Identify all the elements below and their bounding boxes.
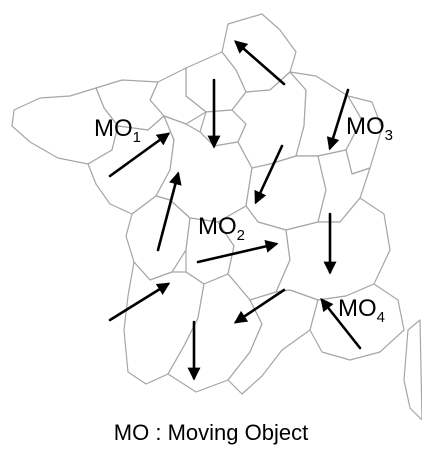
arrow-icon xyxy=(108,282,171,322)
mo-labels: MO1 MO2 MO3 MO4 xyxy=(94,113,393,326)
france-region-map: MO1 MO2 MO3 MO4 xyxy=(11,13,422,420)
regions xyxy=(11,13,422,420)
region-poitou xyxy=(125,195,191,281)
region-corsica-edge xyxy=(403,319,422,420)
arrow-icon xyxy=(156,171,182,252)
mo3-label: MO3 xyxy=(346,113,393,144)
arrow-icon xyxy=(320,297,362,350)
mo4-label: MO4 xyxy=(338,295,385,326)
region-languedoc xyxy=(227,289,319,395)
arrow-icon xyxy=(233,288,286,324)
mo1-label: MO1 xyxy=(94,115,141,146)
arrow-icon xyxy=(234,40,286,86)
motion-arrows xyxy=(108,40,362,381)
arrow-icon xyxy=(326,88,350,151)
arrow-icon xyxy=(196,240,279,264)
figure-caption: MO : Moving Object xyxy=(113,420,309,445)
arrow-icon xyxy=(254,144,284,205)
mo2-label: MO2 xyxy=(198,213,245,244)
region-bourgogne xyxy=(245,155,327,231)
arrow-icon xyxy=(108,132,171,178)
